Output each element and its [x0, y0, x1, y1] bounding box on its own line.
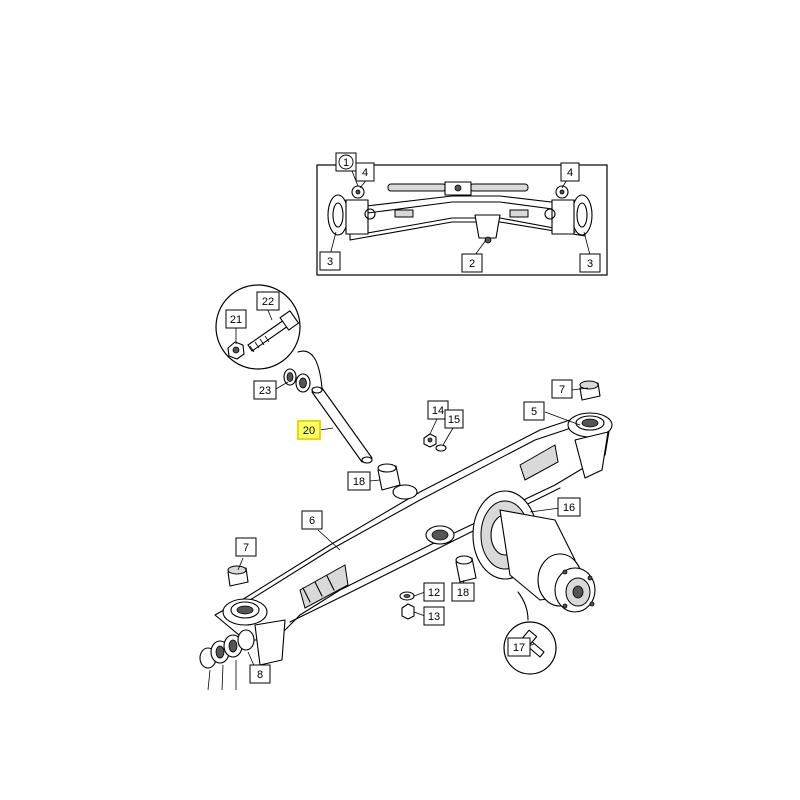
callout-label: 1	[343, 157, 349, 169]
callout-label: 20	[303, 425, 315, 437]
callout-12: 12	[423, 582, 445, 602]
bolt-17-detail	[503, 591, 557, 675]
callout-14: 14	[427, 400, 449, 420]
callout-20: 20	[297, 420, 321, 440]
callout-5: 5	[523, 401, 545, 421]
callout-label: 18	[353, 476, 365, 488]
cap-left	[227, 565, 249, 587]
callout-label: 7	[559, 384, 565, 396]
differential-housing	[472, 490, 596, 613]
washer-15	[435, 444, 447, 452]
callout-3b: 3	[579, 253, 601, 273]
callout-label: 3	[327, 256, 333, 268]
callout-4a: 4	[355, 162, 375, 182]
pivot-pin	[311, 386, 373, 464]
callout-label: 15	[448, 414, 460, 426]
callout-label: 16	[563, 502, 575, 514]
callout-4b: 4	[560, 162, 580, 182]
seal-rings	[283, 368, 311, 393]
axle-beam	[214, 412, 613, 666]
callout-3a: 3	[319, 251, 341, 271]
callout-label: 18	[457, 587, 469, 599]
callout-21: 21	[225, 309, 247, 329]
callout-label: 17	[513, 642, 525, 654]
callout-23: 23	[253, 380, 277, 400]
callout-label: 6	[309, 515, 315, 527]
callout-label: 14	[432, 405, 444, 417]
callout-8: 8	[249, 664, 271, 684]
callout-label: 3	[587, 258, 593, 270]
callout-label: 23	[259, 385, 271, 397]
callout-1: 1	[335, 152, 357, 172]
callout-22: 22	[256, 291, 280, 311]
callout-label: 5	[531, 406, 537, 418]
leader-lines	[235, 307, 589, 669]
callout-label: 21	[230, 314, 242, 326]
callout-13: 13	[423, 606, 445, 626]
plug-13	[401, 603, 415, 620]
washer-12	[399, 591, 415, 601]
callout-label: 2	[469, 258, 475, 270]
callout-17: 17	[507, 637, 531, 657]
callout-label: 12	[428, 587, 440, 599]
callout-label: 22	[262, 296, 274, 308]
callout-label: 7	[243, 542, 249, 554]
bushing-upper	[377, 463, 401, 491]
callout-18b: 18	[451, 582, 475, 602]
callout-7b: 7	[235, 537, 257, 557]
callout-label: 4	[362, 167, 368, 179]
axle-overview-inset	[316, 164, 608, 276]
callout-label: 13	[428, 611, 440, 623]
callout-7a: 7	[551, 379, 573, 399]
callout-6: 6	[301, 510, 323, 530]
callout-15: 15	[444, 409, 464, 429]
callout-label: 8	[257, 669, 263, 681]
callout-16: 16	[557, 497, 581, 517]
bushing-lower	[455, 555, 477, 583]
callout-18a: 18	[347, 471, 371, 491]
callout-2: 2	[461, 253, 483, 273]
cap-right	[579, 380, 601, 401]
seal-stack-8	[199, 629, 255, 691]
nut-14	[423, 433, 437, 448]
callout-label: 4	[567, 167, 573, 179]
